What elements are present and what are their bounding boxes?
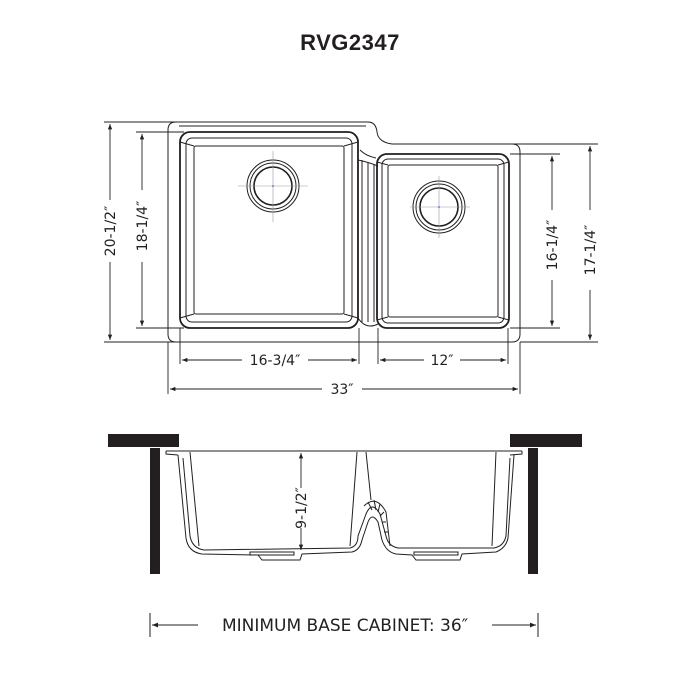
right-drain-icon [410,176,470,238]
min-cabinet-dimension [149,613,539,637]
top-view [167,121,521,343]
side-view: 9-1/2″ [108,434,582,574]
model-title: RVG2347 [300,30,400,55]
left-bowl-depth-label: 18-1/4″ [135,201,151,252]
right-overall-depth-label: 17-1/4″ [583,225,599,276]
overall-depth-label: 20-1/2″ [103,206,119,257]
min-cabinet-label: MINIMUM BASE CABINET: 36″ [222,616,468,636]
cabinet-wall-right [528,448,538,574]
left-bowl [179,131,359,329]
bowl-depth-label: 9-1/2″ [294,487,310,529]
right-bowl-width-label: 12″ [430,353,453,369]
left-bowl-width-label: 16-3/4″ [250,353,301,369]
countertop-right [510,434,582,447]
right-bowl-depth-label: 16-1/4″ [545,220,561,271]
overall-width-label: 33″ [330,382,353,398]
countertop-left [108,434,179,447]
left-drain-icon [238,151,308,222]
top-dimensions [104,121,598,394]
divider [357,149,379,327]
cabinet-wall-left [150,448,160,574]
sink-outline [167,121,521,343]
right-bowl [376,153,510,329]
